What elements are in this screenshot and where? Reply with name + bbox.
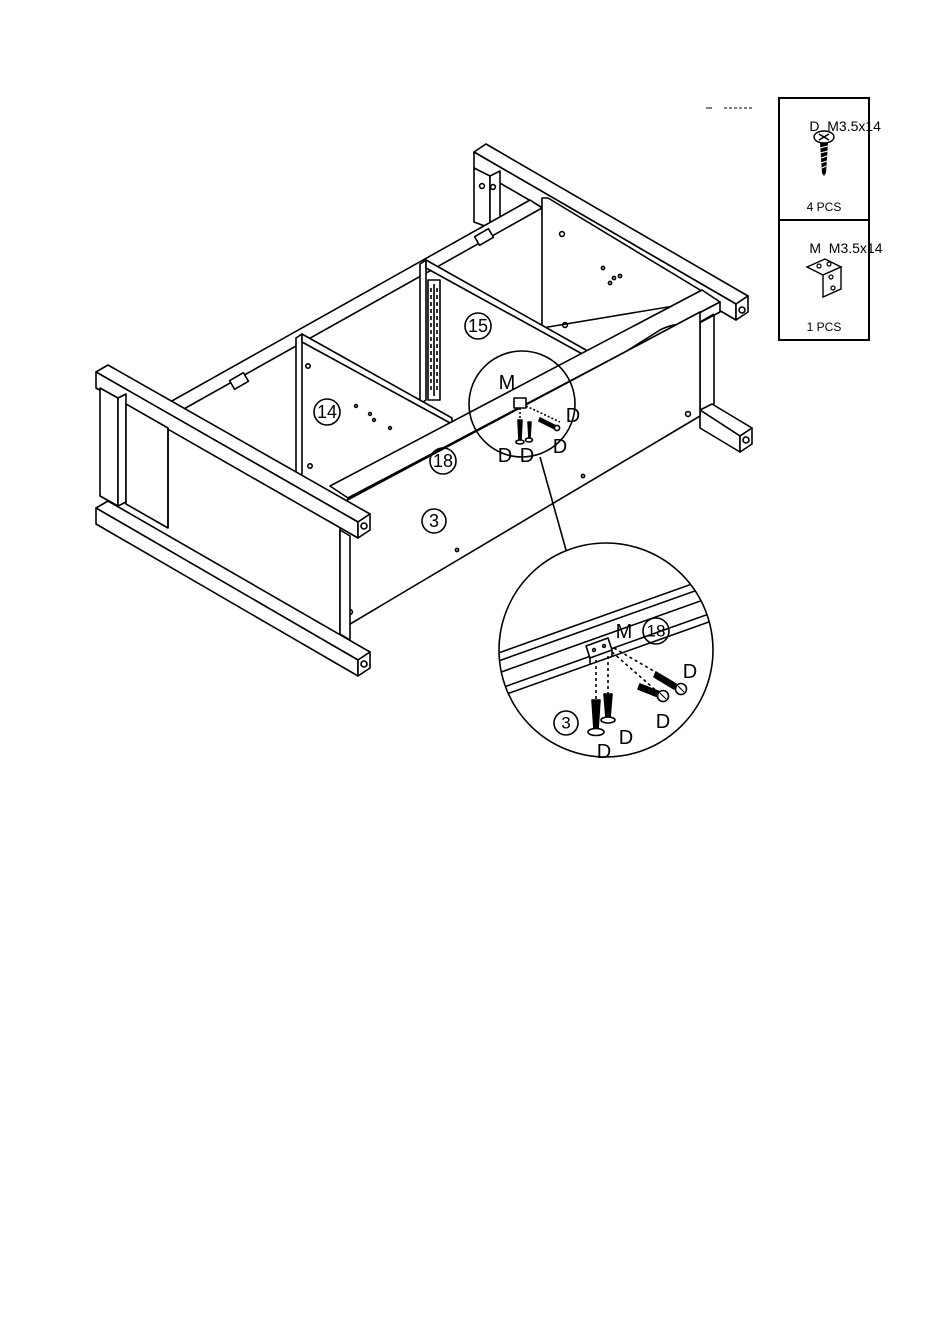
part-m-code: M: [809, 240, 821, 256]
callout-screw-d-3: D: [498, 445, 512, 467]
detail-callout-18: 18: [647, 622, 666, 641]
callout-15: 15: [468, 316, 488, 336]
part-m-cell: M M3.5x14 1 PCS: [780, 221, 868, 341]
corner-bracket-icon: [780, 255, 868, 306]
callout-screw-d-2: D: [553, 436, 567, 458]
callout-14: 14: [317, 402, 337, 422]
callout-18: 18: [433, 451, 453, 471]
detail-screw-d-4: D: [597, 741, 611, 763]
hardware-parts-box: D M3.5x14 4 PCS M M3.5x14: [778, 97, 870, 341]
detail-callout-3: 3: [561, 714, 570, 733]
callout-3: 3: [429, 511, 439, 531]
part-m-qty: 1 PCS: [780, 320, 868, 334]
part-d-qty: 4 PCS: [780, 200, 868, 214]
part-d-cell: D M3.5x14 4 PCS: [780, 99, 868, 221]
detail-screw-d-3: D: [619, 727, 633, 749]
detail-bracket-m: M: [616, 621, 633, 643]
callout-screw-d-1: D: [566, 405, 580, 427]
detail-view: [490, 543, 720, 757]
screw-icon: [780, 129, 868, 182]
back-panel: [170, 200, 542, 410]
callout-screw-d-4: D: [520, 445, 534, 467]
callout-bracket-m: M: [499, 372, 516, 394]
detail-screw-d-1: D: [683, 661, 697, 683]
part-m-spec: M3.5x14: [829, 240, 883, 256]
detail-screw-d-2: D: [656, 711, 670, 733]
